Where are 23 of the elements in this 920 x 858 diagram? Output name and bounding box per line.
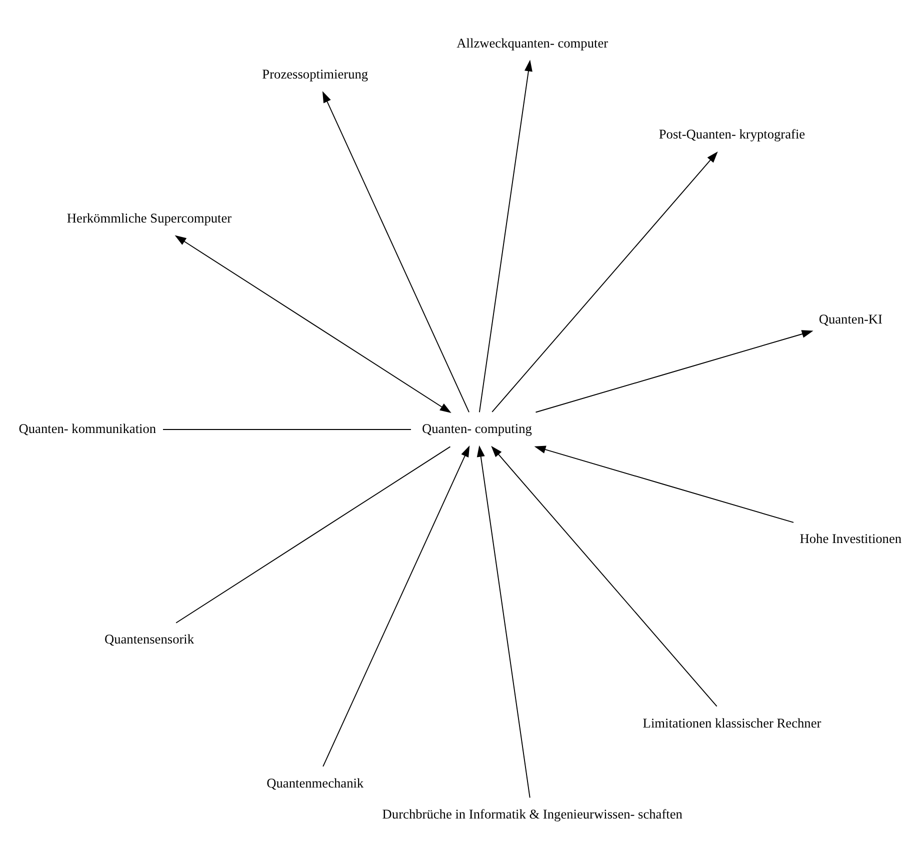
node-text: Quantensensorik (104, 631, 194, 646)
node-text: Quanten-KI (818, 310, 882, 326)
node-text: Quanten- kommunikation (18, 420, 156, 436)
arrow (534, 445, 794, 522)
arrow (174, 234, 452, 413)
arrow (535, 330, 814, 412)
arrow (322, 444, 470, 766)
node-text: Herkömmliche Supercomputer (66, 210, 232, 225)
node-text: Hohe Investitionen (800, 530, 902, 546)
node-text: Quanten- computing (422, 420, 532, 436)
connector (162, 428, 412, 430)
arrow (322, 90, 470, 412)
arrow (492, 150, 718, 412)
arrow (491, 445, 718, 706)
node-text: Prozessoptimierung (262, 66, 368, 82)
node-text: Quantenmechanik (266, 774, 364, 790)
node-text: Limitationen klassischer Rechner (642, 714, 822, 730)
connector (176, 446, 451, 623)
node-text: Post-Quanten- kryptografie (658, 126, 806, 142)
arrow (476, 444, 530, 798)
arrow (478, 59, 532, 412)
node-text: Allzweckquanten- computer (456, 34, 608, 50)
node-text: Durchbrüche in Informatik & Ingenieurwissen- schaften (382, 806, 682, 822)
